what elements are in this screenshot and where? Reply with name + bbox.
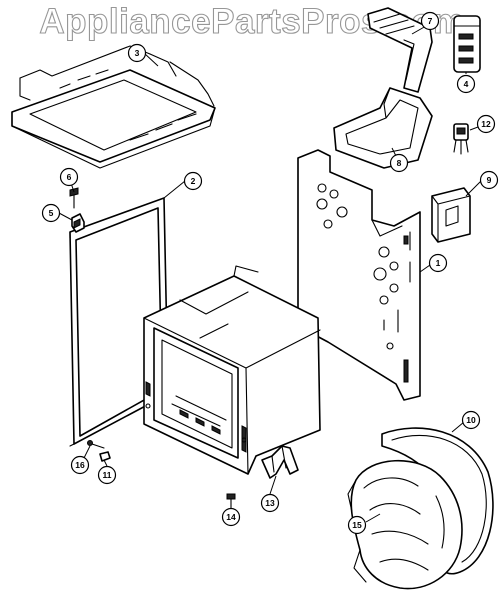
gasket-clip [71, 213, 85, 233]
callout-7: 7 [420, 11, 440, 31]
callout-6: 6 [59, 167, 79, 187]
svg-text:7: 7 [428, 16, 433, 26]
callout-9: 9 [479, 170, 499, 190]
callout-12: 12 [476, 114, 496, 134]
callout-5: 5 [41, 203, 61, 223]
svg-text:13: 13 [265, 498, 275, 508]
top-panel-bracket [367, 7, 433, 93]
callout-11: 11 [97, 465, 117, 485]
svg-text:6: 6 [67, 172, 72, 182]
junction-box [431, 187, 471, 243]
svg-text:16: 16 [75, 460, 85, 470]
top-cover-channel [333, 87, 433, 169]
svg-text:9: 9 [487, 175, 492, 185]
callout-3: 3 [127, 43, 147, 63]
callout-16: 16 [70, 455, 90, 475]
svg-text:11: 11 [103, 470, 112, 480]
svg-text:3: 3 [135, 48, 140, 58]
callout-2: 2 [183, 171, 203, 191]
burner-box-tray [11, 45, 216, 169]
callout-13: 13 [260, 493, 280, 513]
screw-6 [69, 187, 79, 209]
insulation-pad [347, 459, 463, 590]
svg-text:14: 14 [226, 512, 236, 522]
svg-text:12: 12 [481, 119, 491, 129]
callout-1: 1 [428, 253, 448, 273]
callout-14: 14 [221, 507, 241, 527]
screw-16 [87, 440, 105, 449]
svg-text:8: 8 [397, 158, 402, 168]
svg-text:1: 1 [436, 258, 441, 268]
callout-4: 4 [456, 74, 476, 94]
svg-text:4: 4 [464, 79, 469, 89]
svg-text:2: 2 [191, 176, 196, 186]
nut-11 [99, 451, 111, 462]
valve-component [453, 15, 481, 73]
callout-15: 15 [347, 515, 367, 535]
electrical-switch [453, 123, 469, 155]
svg-text:5: 5 [49, 208, 54, 218]
callout-10: 10 [461, 410, 481, 430]
callout-8: 8 [389, 153, 409, 173]
oven-cavity [143, 265, 321, 475]
svg-text:15: 15 [352, 520, 362, 530]
back-panel [297, 149, 421, 401]
door-hinge [261, 445, 299, 479]
svg-text:10: 10 [466, 415, 476, 425]
